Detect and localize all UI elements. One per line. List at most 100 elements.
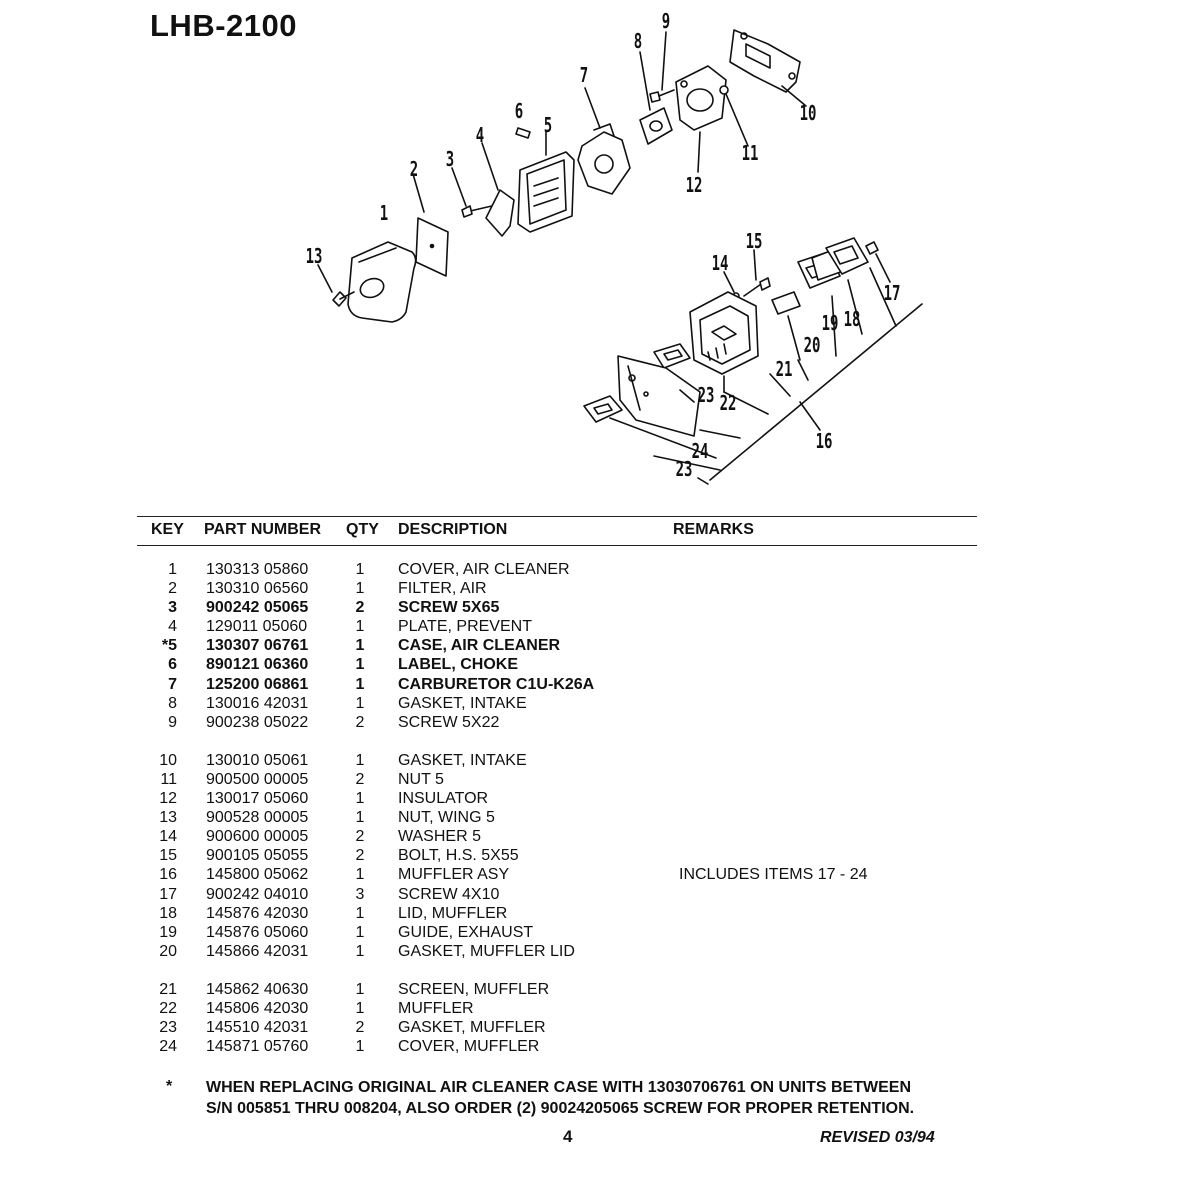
table-row: 9 900238 05022 2 SCREW 5X22 xyxy=(0,713,1200,732)
cell-key: 10 xyxy=(159,751,177,769)
part-air-cleaner-case xyxy=(517,131,575,233)
cell-qty: 1 xyxy=(355,904,365,922)
cell-key: *5 xyxy=(161,637,177,655)
cell-qty: 2 xyxy=(355,713,365,731)
cell-description: SCREW 5X65 xyxy=(398,599,500,617)
cell-description: SCREW 5X22 xyxy=(398,713,500,731)
cell-part-number: 900105 05055 xyxy=(206,847,309,865)
cell-key: 9 xyxy=(168,713,177,731)
callout-21: 21 xyxy=(776,359,793,382)
cell-key: 7 xyxy=(168,675,177,693)
cell-part-number: 900238 05022 xyxy=(206,713,309,731)
cell-key: 24 xyxy=(159,1038,177,1056)
part-gasket-muffler-upper xyxy=(653,343,691,369)
callout-17: 17 xyxy=(884,283,901,306)
footnote-line-2: S/N 005851 THRU 008204, ALSO ORDER (2) 9… xyxy=(206,1100,915,1117)
callout-11: 11 xyxy=(742,143,759,166)
cell-part-number: 900242 05065 xyxy=(206,599,309,617)
part-wing-nut xyxy=(317,264,355,307)
cell-description: INSULATOR xyxy=(398,790,489,808)
cell-part-number: 145876 42030 xyxy=(206,904,309,922)
cell-key: 1 xyxy=(168,561,177,578)
cell-qty: 3 xyxy=(355,885,365,903)
cell-description: MUFFLER ASY xyxy=(398,866,510,884)
cell-description: GUIDE, EXHAUST xyxy=(398,923,534,941)
cell-part-number: 145871 05760 xyxy=(206,1038,309,1056)
callout-14: 14 xyxy=(712,253,729,276)
cell-part-number: 129011 05060 xyxy=(206,618,308,636)
part-nut-5 xyxy=(719,85,749,147)
cell-key: 11 xyxy=(160,770,177,788)
cell-key: 2 xyxy=(168,580,177,598)
cell-part-number: 145866 42031 xyxy=(206,942,309,960)
callout-13: 13 xyxy=(306,246,323,269)
cell-qty: 1 xyxy=(355,656,365,674)
cell-qty: 2 xyxy=(355,599,365,617)
cell-description: BOLT, H.S. 5X55 xyxy=(398,847,519,865)
callout-3: 3 xyxy=(446,149,454,172)
cell-qty: 2 xyxy=(355,847,365,865)
cell-qty: 2 xyxy=(355,770,365,788)
callout-10: 10 xyxy=(800,103,817,126)
part-gasket-intake xyxy=(639,51,673,145)
cell-part-number: 890121 06360 xyxy=(206,656,309,674)
cell-qty: 1 xyxy=(355,1038,365,1056)
footnote: * WHEN REPLACING ORIGINAL AIR CLEANER CA… xyxy=(0,1076,1200,1118)
cell-key: 20 xyxy=(159,942,177,960)
cell-part-number: 900528 00005 xyxy=(206,809,309,827)
table-row: 6 890121 06360 1 LABEL, CHOKE xyxy=(0,655,1200,674)
cell-description: CASE, AIR CLEANER xyxy=(398,637,561,655)
cell-description: SCREW 4X10 xyxy=(398,885,500,903)
callout-7: 7 xyxy=(580,65,588,88)
callout-23-lower: 23 xyxy=(676,459,693,482)
part-gasket-muffler-lower xyxy=(583,395,623,423)
cell-qty: 1 xyxy=(355,580,365,598)
cell-part-number: 130010 05061 xyxy=(206,751,309,769)
part-screw-5x65 xyxy=(451,167,497,218)
cell-description: COVER, AIR CLEANER xyxy=(398,561,570,578)
table-header-rule xyxy=(137,545,977,546)
cell-part-number: 130016 42031 xyxy=(206,694,309,712)
cell-qty: 1 xyxy=(355,866,365,884)
cell-part-number: 130310 06560 xyxy=(206,580,309,598)
cell-description: FILTER, AIR xyxy=(398,580,487,598)
cell-qty: 1 xyxy=(355,809,365,827)
cell-description: GASKET, MUFFLER LID xyxy=(398,942,575,960)
cell-part-number: 145800 05062 xyxy=(206,866,309,884)
cell-description: LABEL, CHOKE xyxy=(398,656,518,674)
callout-4: 4 xyxy=(476,125,484,148)
callout-19: 19 xyxy=(822,313,839,336)
cell-qty: 1 xyxy=(355,923,365,941)
cell-key: 6 xyxy=(168,656,177,674)
page-number: 4 xyxy=(563,1127,573,1146)
cell-part-number: 125200 06861 xyxy=(206,675,309,693)
cell-description: SCREEN, MUFFLER xyxy=(398,980,550,998)
callout-15: 15 xyxy=(746,231,763,254)
cell-key: 13 xyxy=(159,809,177,827)
header-remarks: REMARKS xyxy=(673,521,754,538)
callout-24: 24 xyxy=(692,441,709,464)
exploded-parts-diagram: 1 2 3 4 5 6 7 8 9 10 11 12 13 14 15 16 1… xyxy=(306,11,923,485)
callout-5: 5 xyxy=(544,115,552,138)
cell-key: 17 xyxy=(159,885,177,903)
header-qty: QTY xyxy=(346,521,379,538)
part-plate-prevent xyxy=(481,142,515,237)
cell-part-number: 130017 05060 xyxy=(206,790,309,808)
cell-part-number: 900500 00005 xyxy=(206,770,309,788)
cell-key: 18 xyxy=(159,904,177,922)
part-air-cleaner-cover xyxy=(347,241,417,323)
cell-description: PLATE, PREVENT xyxy=(398,618,532,636)
footnote-marker: * xyxy=(166,1078,173,1095)
